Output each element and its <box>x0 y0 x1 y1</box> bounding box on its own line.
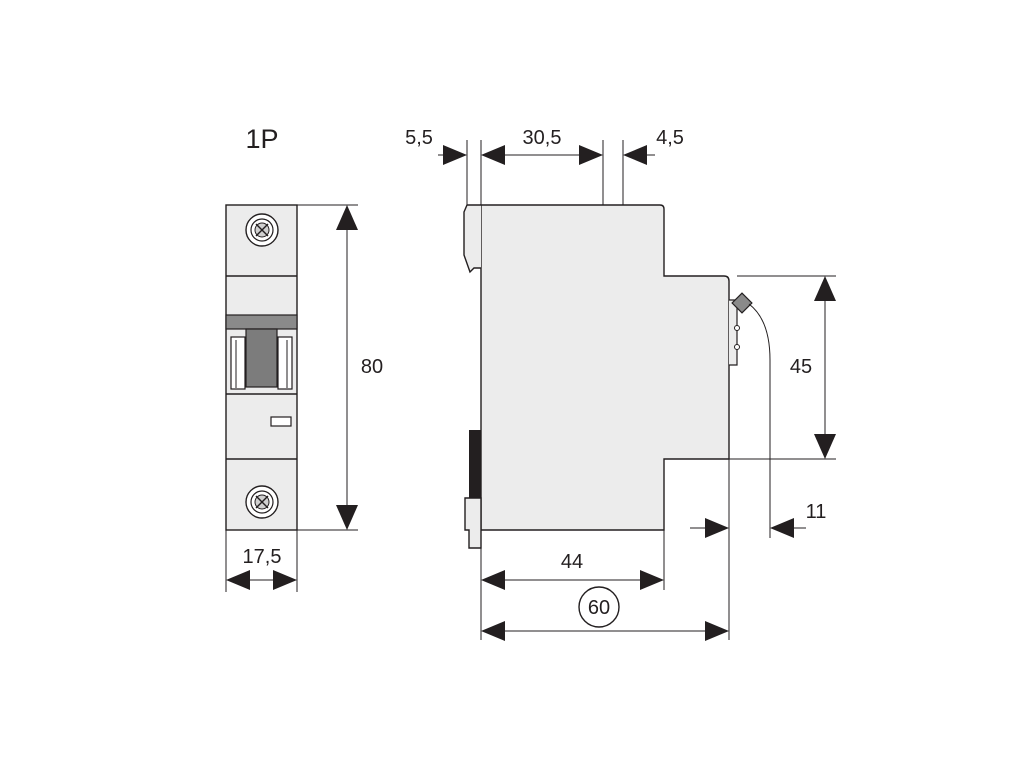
front-height-label: 45 <box>790 356 812 378</box>
top-dimensions: 5,5 30,5 4,5 <box>405 127 684 205</box>
body-depth-dimension: 44 <box>480 530 665 640</box>
body-depth-label: 44 <box>561 551 583 573</box>
total-depth-dimension: 60 <box>481 586 729 641</box>
side-housing <box>480 204 730 531</box>
lower-screw-icon <box>245 485 279 519</box>
height-label: 80 <box>361 356 383 378</box>
toggle-handle-icon <box>729 292 753 366</box>
handle-band <box>225 314 298 330</box>
status-indicator <box>270 416 292 427</box>
front-view: 80 17,5 <box>225 204 383 592</box>
rail-clip-lower <box>469 430 481 498</box>
handle-projection-label: 11 <box>806 501 827 523</box>
front-height-dimension: 45 <box>729 275 836 460</box>
total-depth-label: 60 <box>588 597 610 619</box>
pole-count-title: 1P <box>245 124 278 154</box>
upper-screw-icon <box>245 213 279 247</box>
top-right-offset-label: 4,5 <box>656 127 684 149</box>
top-left-offset-label: 5,5 <box>405 127 433 149</box>
top-width-label: 30,5 <box>523 127 562 149</box>
handle-window <box>245 328 278 388</box>
handle-swing-arc <box>748 303 771 538</box>
reference-circle <box>578 586 620 628</box>
side-view: 5,5 30,5 4,5 45 11 <box>405 127 836 641</box>
rail-clip-upper <box>463 204 481 274</box>
width-label: 17,5 <box>243 546 282 568</box>
width-dimension: 17,5 <box>225 530 298 592</box>
handle-projection-dimension: 11 <box>690 459 826 640</box>
height-dimension: 80 <box>297 204 383 531</box>
